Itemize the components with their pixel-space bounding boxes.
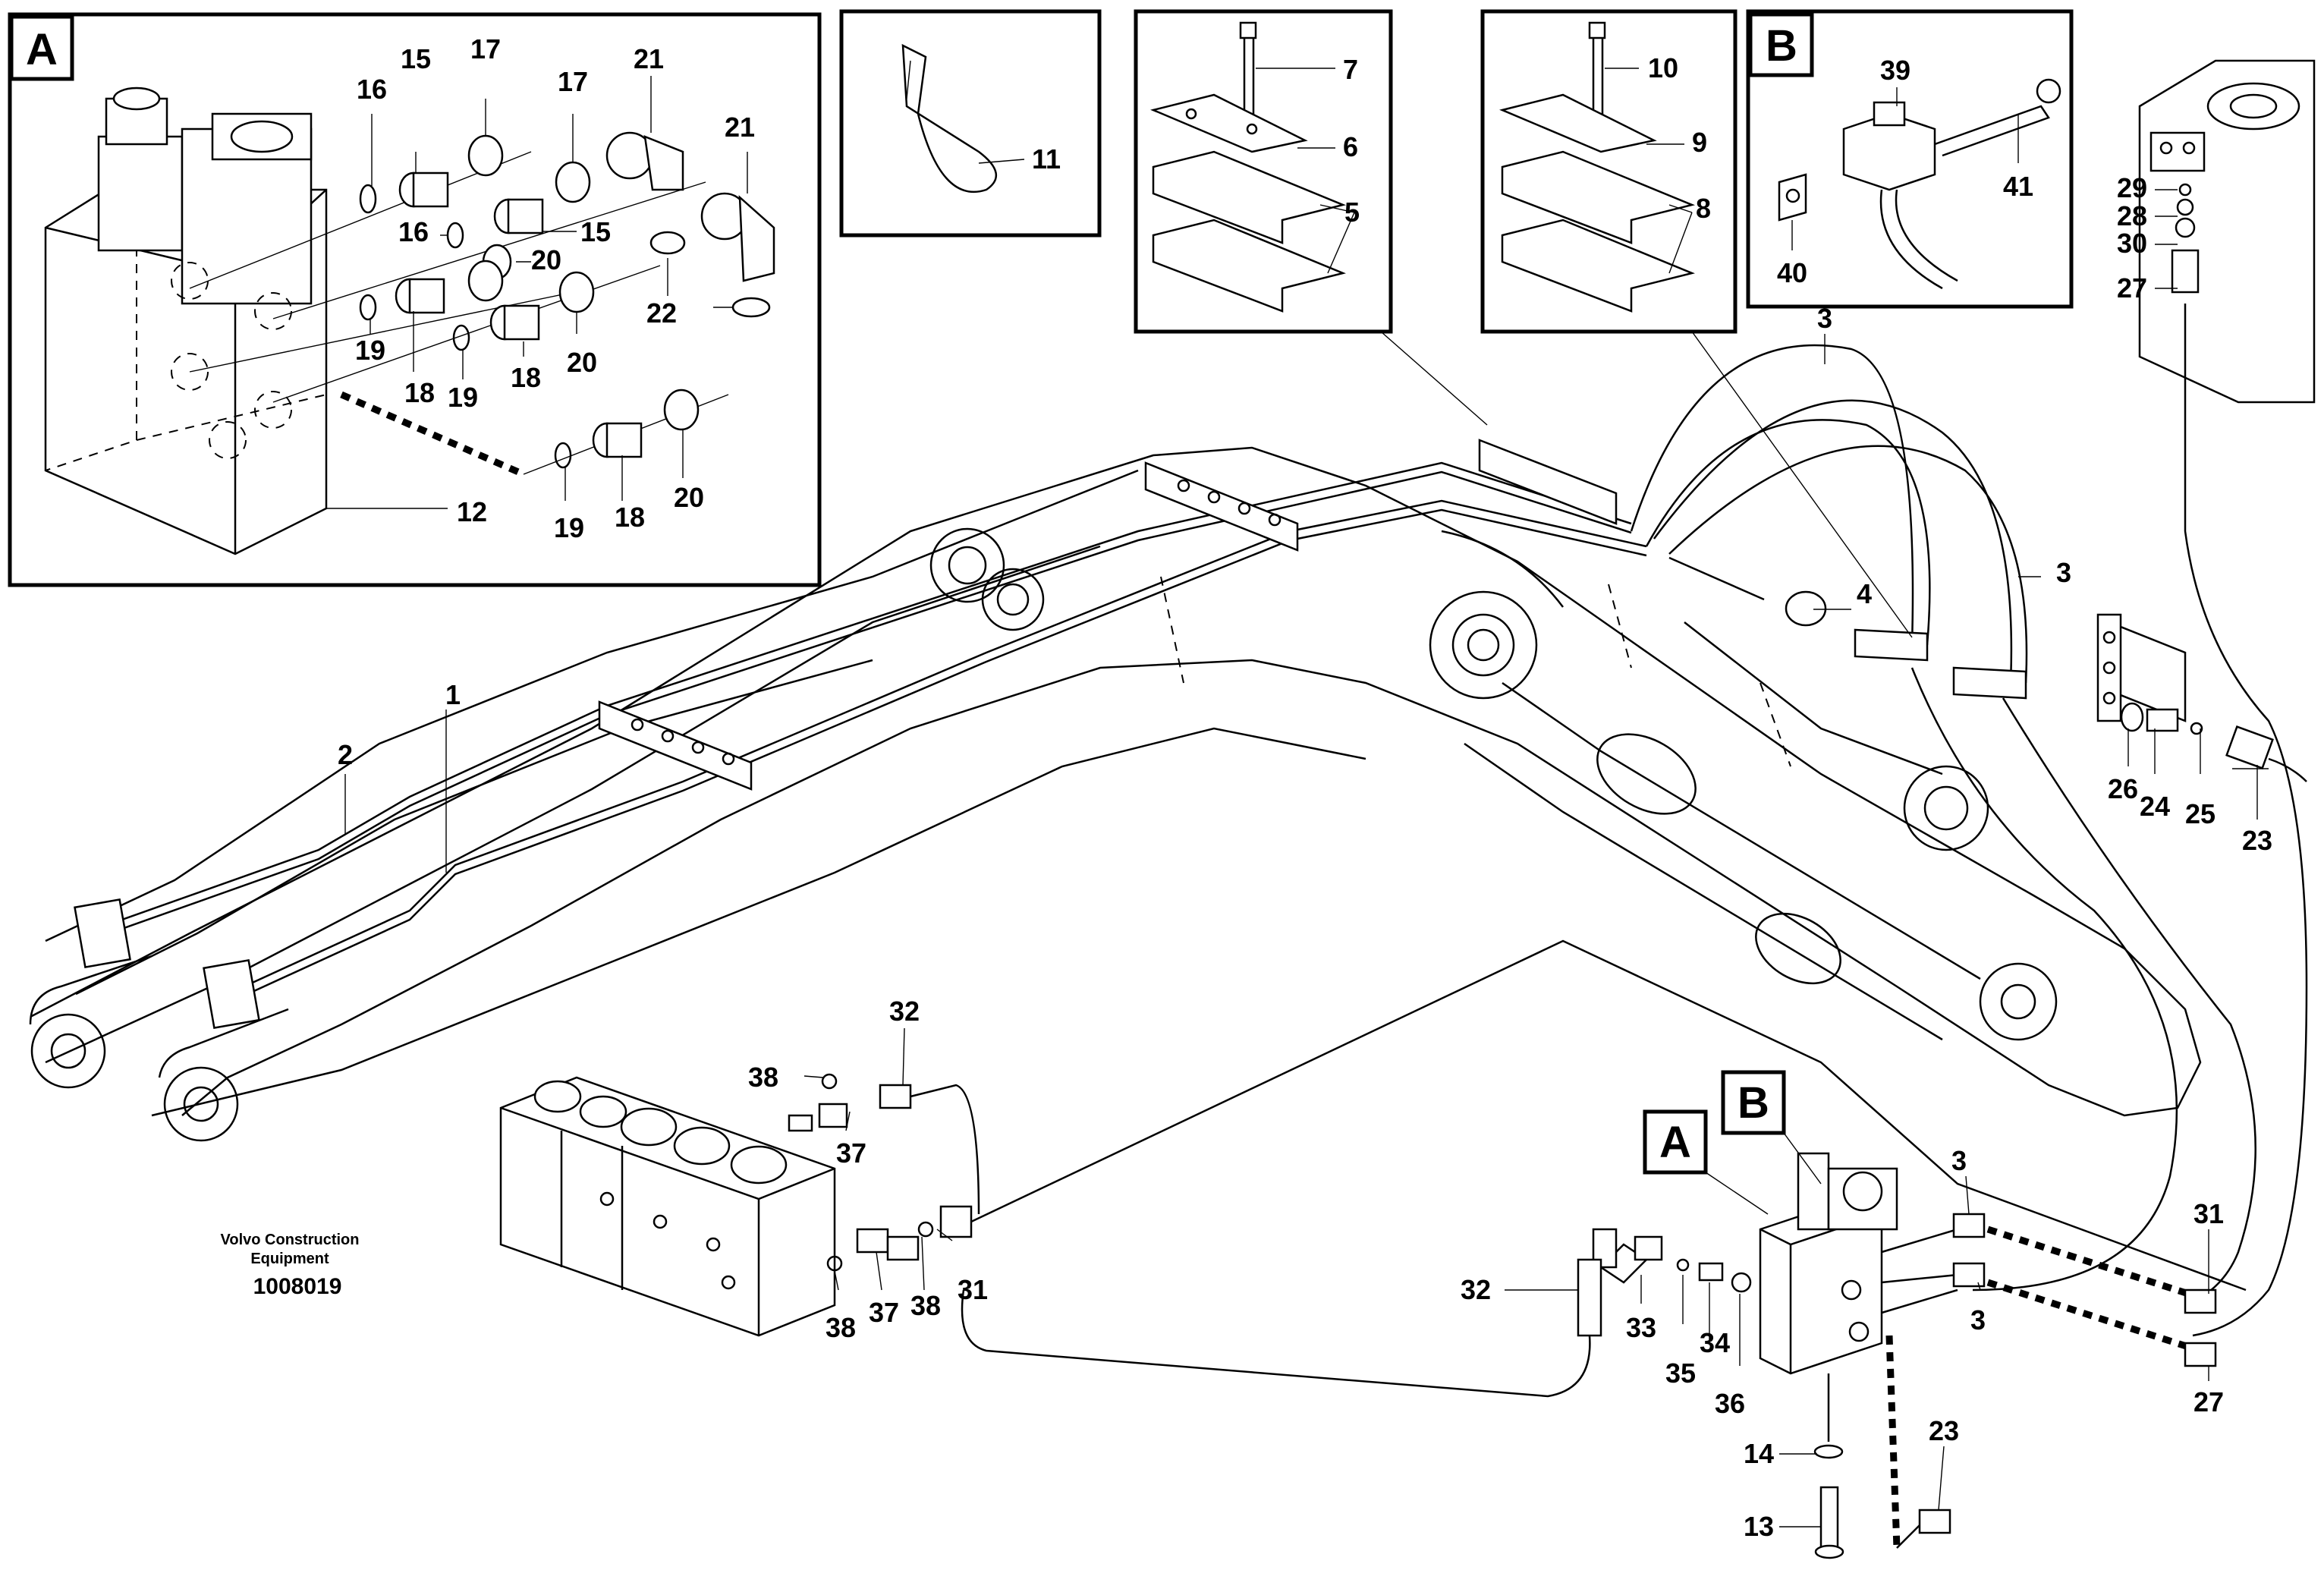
callout-21: 21 <box>725 112 755 143</box>
caption-company: Volvo Construction <box>221 1232 360 1248</box>
callout-38: 38 <box>826 1312 856 1343</box>
detail-box-b: B <box>1746 9 2074 309</box>
callout-10: 10 <box>1648 52 1678 83</box>
callout-37: 37 <box>836 1137 866 1169</box>
callout-29: 29 <box>2117 172 2147 203</box>
callout-41: 41 <box>2003 171 2033 202</box>
marker-b: B <box>1737 1078 1769 1128</box>
callout-35: 35 <box>1665 1358 1696 1389</box>
callout-3: 3 <box>1970 1304 1986 1336</box>
callout-3: 3 <box>1951 1145 1967 1176</box>
callout-14: 14 <box>1744 1438 1774 1469</box>
drawing-caption: Volvo Construction Equipment 1008019 <box>221 1232 360 1299</box>
callout-31: 31 <box>2193 1198 2224 1229</box>
callout-21: 21 <box>634 43 664 74</box>
callout-5: 5 <box>1344 197 1360 228</box>
callout-37: 37 <box>869 1297 899 1328</box>
callout-15: 15 <box>401 43 431 74</box>
detail-box-clamp <box>1134 9 1488 426</box>
callout-12: 12 <box>457 496 487 527</box>
callout-3: 3 <box>1817 303 1832 334</box>
callout-20: 20 <box>531 244 561 275</box>
callout-38: 38 <box>748 1062 778 1093</box>
callout-8: 8 <box>1696 193 1711 224</box>
callout-22: 22 <box>646 297 677 329</box>
detail-label-a: A <box>26 25 58 74</box>
callout-2: 2 <box>338 739 353 770</box>
caption-drawing-number: 1008019 <box>253 1274 342 1299</box>
callout-32: 32 <box>1461 1274 1491 1305</box>
callout-28: 28 <box>2117 200 2147 231</box>
callout-23: 23 <box>1929 1415 1959 1446</box>
hydraulic-tank <box>2138 59 2316 404</box>
callout-leaders <box>318 189 2269 1528</box>
callout-23: 23 <box>2242 825 2272 856</box>
callout-18: 18 <box>404 377 435 408</box>
callout-4: 4 <box>1857 578 1872 609</box>
callout-19: 19 <box>355 335 385 366</box>
detail-box-a: A <box>8 12 822 587</box>
callout-38: 38 <box>910 1290 941 1321</box>
callout-20: 20 <box>567 347 597 378</box>
callout-27: 27 <box>2193 1386 2224 1417</box>
callout-1: 1 <box>445 679 461 710</box>
callout-9: 9 <box>1692 127 1707 158</box>
auxiliary-valve <box>961 1152 2217 1559</box>
callout-34: 34 <box>1700 1327 1730 1358</box>
callout-20: 20 <box>674 482 704 513</box>
callout-16: 16 <box>398 216 429 247</box>
callout-6: 6 <box>1343 131 1358 162</box>
callout-25: 25 <box>2185 798 2216 829</box>
callout-27: 27 <box>2117 272 2147 304</box>
valve-detail-markers: A B <box>1643 1070 1822 1215</box>
hose-routing <box>1630 304 2308 1337</box>
callout-40: 40 <box>1777 257 1807 288</box>
callout-24: 24 <box>2140 791 2170 822</box>
callout-13: 13 <box>1744 1511 1774 1542</box>
detail-box-tie <box>839 9 1102 238</box>
callout-36: 36 <box>1715 1388 1745 1419</box>
callout-labels: 1 2 3 3 3 3 4 5 6 7 8 9 10 11 12 13 14 1… <box>338 33 2272 1542</box>
callout-26: 26 <box>2108 773 2138 804</box>
boom-pipes <box>74 439 1647 1030</box>
callout-30: 30 <box>2117 228 2147 259</box>
callout-31: 31 <box>958 1274 988 1305</box>
callout-16: 16 <box>357 74 387 105</box>
side-fittings <box>2096 613 2307 782</box>
callout-7: 7 <box>1343 54 1358 85</box>
caption-line2: Equipment <box>250 1251 329 1267</box>
callout-33: 33 <box>1626 1312 1656 1343</box>
callout-11: 11 <box>1032 143 1061 175</box>
callout-18: 18 <box>615 502 645 533</box>
callout-18: 18 <box>511 362 541 393</box>
control-valve-block <box>499 939 2247 1337</box>
callout-39: 39 <box>1880 55 1910 86</box>
callout-19: 19 <box>448 382 478 413</box>
callout-3: 3 <box>2056 557 2071 588</box>
callout-19: 19 <box>554 512 584 543</box>
callout-15: 15 <box>580 216 611 247</box>
callout-32: 32 <box>889 996 920 1027</box>
callout-17: 17 <box>558 66 588 97</box>
callout-17: 17 <box>470 33 501 64</box>
detail-label-b: B <box>1766 21 1797 71</box>
detail-box-clamp-2 <box>1480 9 1913 638</box>
boom-assembly <box>29 446 2202 1142</box>
marker-a: A <box>1659 1118 1691 1167</box>
